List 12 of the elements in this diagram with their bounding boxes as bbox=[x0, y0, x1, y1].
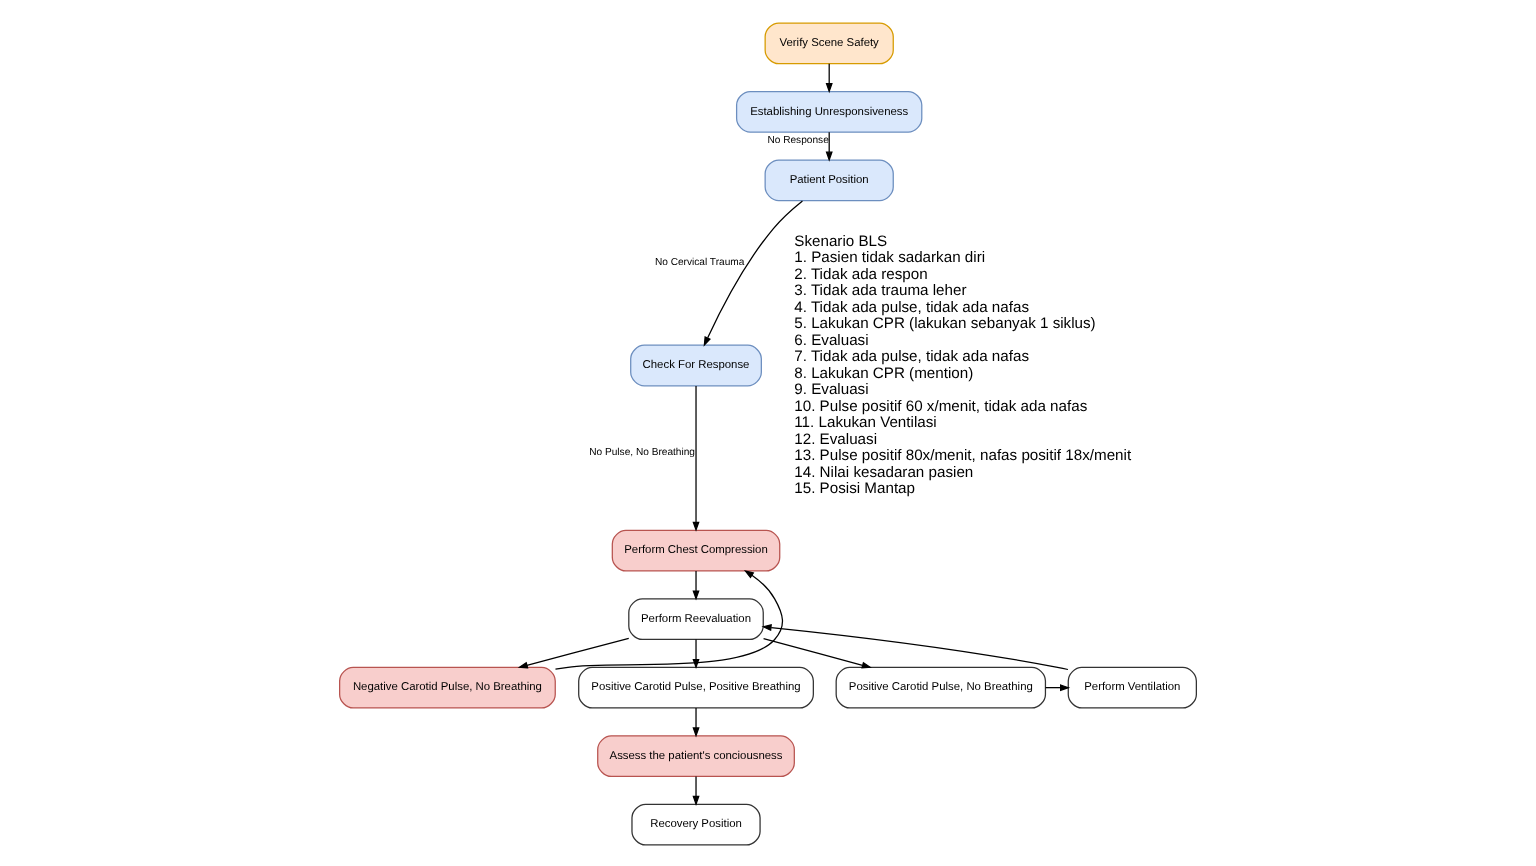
arrow bbox=[692, 774, 700, 806]
arrow bbox=[692, 569, 700, 600]
arrow bbox=[517, 636, 630, 668]
arrow bbox=[692, 384, 700, 531]
arrow bbox=[825, 130, 833, 161]
arrow bbox=[692, 706, 700, 737]
arrow bbox=[703, 199, 804, 346]
arrow bbox=[761, 623, 1069, 670]
arrow bbox=[825, 62, 833, 93]
arrow bbox=[554, 569, 784, 669]
arrow bbox=[692, 637, 700, 669]
arrow bbox=[762, 637, 872, 668]
